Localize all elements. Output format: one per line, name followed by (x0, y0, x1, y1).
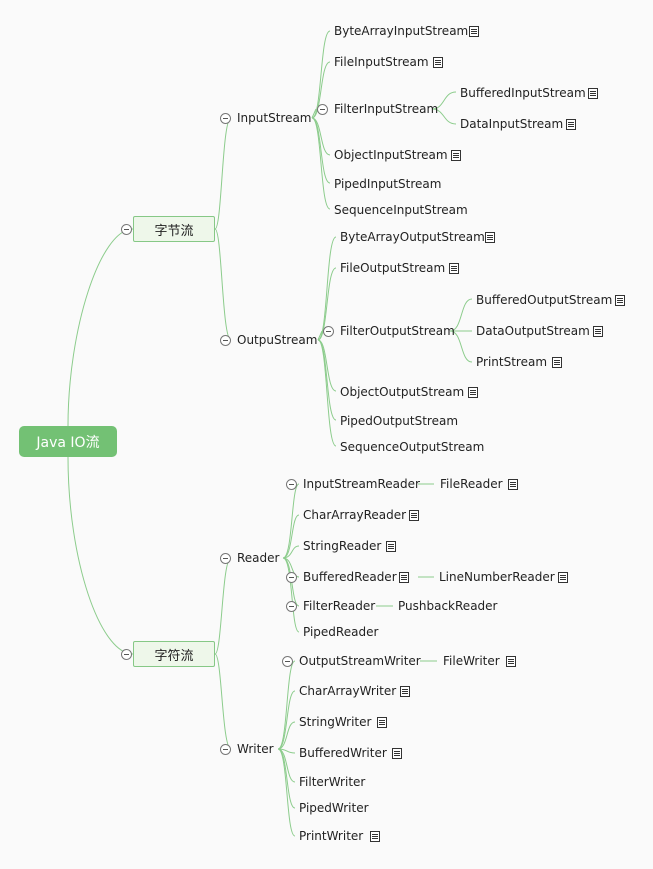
node-chararraywriter[interactable]: CharArrayWriter (299, 684, 397, 698)
node-bufferedoutputstream[interactable]: BufferedOutputStream (476, 293, 613, 307)
node-datainputstream[interactable]: DataInputStream (460, 117, 564, 131)
note-icon[interactable] (506, 656, 516, 667)
note-icon[interactable] (409, 510, 419, 521)
node-bytearrayoutputstream[interactable]: ByteArrayOutputStream (340, 230, 485, 244)
node-inputstreamreader[interactable]: InputStreamReader (303, 477, 420, 491)
node-inputstream[interactable]: InputStream (237, 111, 312, 125)
node-outpustream[interactable]: OutpuStream (237, 333, 318, 347)
note-icon[interactable] (468, 387, 478, 398)
collapse-icon[interactable] (220, 553, 231, 564)
collapse-icon[interactable] (220, 113, 231, 124)
node-stringreader[interactable]: StringReader (303, 539, 382, 553)
note-icon[interactable] (508, 479, 518, 490)
note-icon[interactable] (615, 295, 625, 306)
note-icon[interactable] (370, 831, 380, 842)
collapse-icon[interactable] (282, 656, 293, 667)
node-bufferedreader[interactable]: BufferedReader (303, 570, 397, 584)
node-sequenceoutputstream[interactable]: SequenceOutputStream (340, 440, 485, 454)
collapse-icon[interactable] (121, 649, 132, 660)
note-icon[interactable] (566, 119, 576, 130)
note-icon[interactable] (552, 357, 562, 368)
note-icon[interactable] (377, 717, 387, 728)
node-filterreader[interactable]: FilterReader (303, 599, 376, 613)
node-filterinputstream[interactable]: FilterInputStream (334, 102, 439, 116)
node-filewriter[interactable]: FileWriter (443, 654, 500, 668)
note-icon[interactable] (386, 541, 396, 552)
node-char-stream[interactable]: 字符流 (133, 641, 215, 667)
collapse-icon[interactable] (220, 335, 231, 346)
collapse-icon[interactable] (317, 104, 328, 115)
note-icon[interactable] (399, 572, 409, 583)
node-bytearrayinputstream[interactable]: ByteArrayInputStream (334, 24, 469, 38)
collapse-icon[interactable] (323, 326, 334, 337)
collapse-icon[interactable] (121, 224, 132, 235)
node-dataoutputstream[interactable]: DataOutputStream (476, 324, 590, 338)
node-chararrayreader[interactable]: CharArrayReader (303, 508, 407, 522)
node-filteroutputstream[interactable]: FilterOutputStream (340, 324, 455, 338)
note-icon[interactable] (451, 150, 461, 161)
node-bufferedinputstream[interactable]: BufferedInputStream (460, 86, 586, 100)
node-objectoutputstream[interactable]: ObjectOutputStream (340, 385, 465, 399)
node-bufferedwriter[interactable]: BufferedWriter (299, 746, 387, 760)
note-icon[interactable] (588, 88, 598, 99)
node-outputstreamwriter[interactable]: OutputStreamWriter (299, 654, 421, 668)
note-icon[interactable] (593, 326, 603, 337)
node-pipedoutputstream[interactable]: PipedOutputStream (340, 414, 459, 428)
node-printwriter[interactable]: PrintWriter (299, 829, 364, 843)
node-fileinputstream[interactable]: FileInputStream (334, 55, 429, 69)
node-pipedwriter[interactable]: PipedWriter (299, 801, 369, 815)
note-icon[interactable] (433, 57, 443, 68)
node-byte-stream[interactable]: 字节流 (133, 216, 215, 242)
note-icon[interactable] (392, 748, 402, 759)
note-icon[interactable] (485, 232, 495, 243)
note-icon[interactable] (449, 263, 459, 274)
node-reader[interactable]: Reader (237, 551, 280, 565)
note-icon[interactable] (558, 572, 568, 583)
node-objectinputstream[interactable]: ObjectInputStream (334, 148, 448, 162)
node-writer[interactable]: Writer (237, 742, 274, 756)
collapse-icon[interactable] (286, 572, 297, 583)
node-printstream[interactable]: PrintStream (476, 355, 548, 369)
node-filereader[interactable]: FileReader (440, 477, 503, 491)
node-linenumberreader[interactable]: LineNumberReader (439, 570, 555, 584)
node-sequenceinputstream[interactable]: SequenceInputStream (334, 203, 468, 217)
node-stringwriter[interactable]: StringWriter (299, 715, 372, 729)
collapse-icon[interactable] (220, 744, 231, 755)
note-icon[interactable] (400, 686, 410, 697)
node-filterwriter[interactable]: FilterWriter (299, 775, 366, 789)
node-fileoutputstream[interactable]: FileOutputStream (340, 261, 446, 275)
note-icon[interactable] (469, 26, 479, 37)
collapse-icon[interactable] (286, 601, 297, 612)
collapse-icon[interactable] (286, 479, 297, 490)
node-pipedinputstream[interactable]: PipedInputStream (334, 177, 442, 191)
node-pipedreader[interactable]: PipedReader (303, 625, 379, 639)
node-pushbackreader[interactable]: PushbackReader (398, 599, 498, 613)
root-node[interactable]: Java IO流 (19, 426, 117, 457)
